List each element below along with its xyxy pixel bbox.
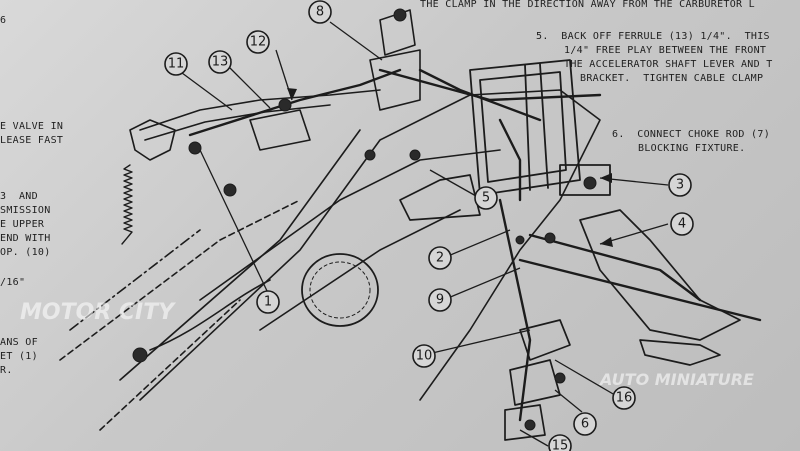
callout-label: 13 [212, 55, 229, 70]
callout-12: 12 [246, 30, 270, 54]
left-text-6: END WITH [0, 233, 51, 244]
callout-13: 13 [208, 50, 232, 74]
callout-8: 8 [308, 0, 332, 24]
callout-2: 2 [428, 246, 452, 270]
callout-1: 1 [256, 290, 280, 314]
callout-leaders [177, 21, 669, 447]
left-text-3: 3 AND [0, 191, 38, 202]
callout-16: 16 [612, 386, 636, 410]
intake-manifold-outline [59, 89, 601, 431]
callout-label: 15 [552, 439, 569, 451]
callout-11: 11 [164, 52, 188, 76]
return-spring [121, 164, 133, 245]
callout-circle [612, 386, 636, 410]
callout-circle [412, 344, 436, 368]
callout-label: 16 [616, 391, 633, 406]
callout-label: 5 [482, 191, 490, 206]
watermark-text-2: AUTO MINIATURE [600, 370, 754, 389]
callout-label: 9 [436, 293, 444, 308]
callout-10: 10 [412, 344, 436, 368]
left-text-10: ET (1) [0, 351, 38, 362]
intake-port-boss [301, 253, 379, 327]
callout-6: 6 [573, 412, 597, 436]
step6-line1: 6. CONNECT CHOKE ROD (7) [612, 129, 771, 140]
step5-line2: 1/4" FREE PLAY BETWEEN THE FRONT [564, 45, 767, 56]
callout-circle [246, 30, 270, 54]
callout-5: 5 [474, 186, 498, 210]
callout-circle [164, 52, 188, 76]
callout-label: 12 [250, 35, 267, 50]
callout-3: 3 [668, 173, 692, 197]
left-text-5: E UPPER [0, 219, 45, 230]
left-circled-6: 6 [0, 15, 7, 26]
step5-line1: 5. BACK OFF FERRULE (13) 1/4". THIS [536, 31, 770, 42]
step5-line4: BRACKET. TIGHTEN CABLE CLAMP [580, 73, 764, 84]
callout-circle [548, 434, 572, 451]
instruction-top-line: THE CLAMP IN THE DIRECTION AWAY FROM THE… [420, 0, 755, 10]
carburetor-body [469, 59, 611, 196]
throttle-bracket [129, 9, 421, 161]
callout-4: 4 [670, 212, 694, 236]
lower-linkage [399, 174, 741, 441]
callout-circle [256, 290, 280, 314]
callout-15: 15 [548, 434, 572, 451]
callout-circle [474, 186, 498, 210]
callout-label: 4 [678, 217, 686, 232]
callout-label: 10 [416, 349, 433, 364]
callout-circle [428, 288, 452, 312]
watermark-text-1: MOTOR CITY [20, 300, 175, 325]
left-text-1: E VALVE IN [0, 121, 64, 132]
left-text-9: ANS OF [0, 337, 38, 348]
callout-circle [428, 246, 452, 270]
step5-line3: THE ACCELERATOR SHAFT LEVER AND T [564, 59, 773, 70]
step6-line2: BLOCKING FIXTURE. [638, 143, 746, 154]
left-text-4: SMISSION [0, 205, 51, 216]
callout-circle [208, 50, 232, 74]
callout-9: 9 [428, 288, 452, 312]
left-text-2: LEASE FAST [0, 135, 64, 146]
callout-label: 2 [436, 251, 444, 266]
callout-label: 6 [581, 417, 589, 432]
callout-label: 1 [264, 295, 272, 310]
callout-label: 8 [316, 5, 324, 20]
callout-label: 3 [676, 178, 684, 193]
callout-circle [308, 0, 332, 24]
left-text-8: /16" [0, 277, 26, 288]
left-text-11: R. [0, 365, 13, 376]
fasteners [132, 8, 597, 431]
left-text-7: OP. (10) [0, 247, 51, 258]
callout-circle [668, 173, 692, 197]
callout-arrowheads [287, 88, 613, 247]
callout-circle [573, 412, 597, 436]
callout-label: 11 [168, 57, 185, 72]
callout-circle [670, 212, 694, 236]
